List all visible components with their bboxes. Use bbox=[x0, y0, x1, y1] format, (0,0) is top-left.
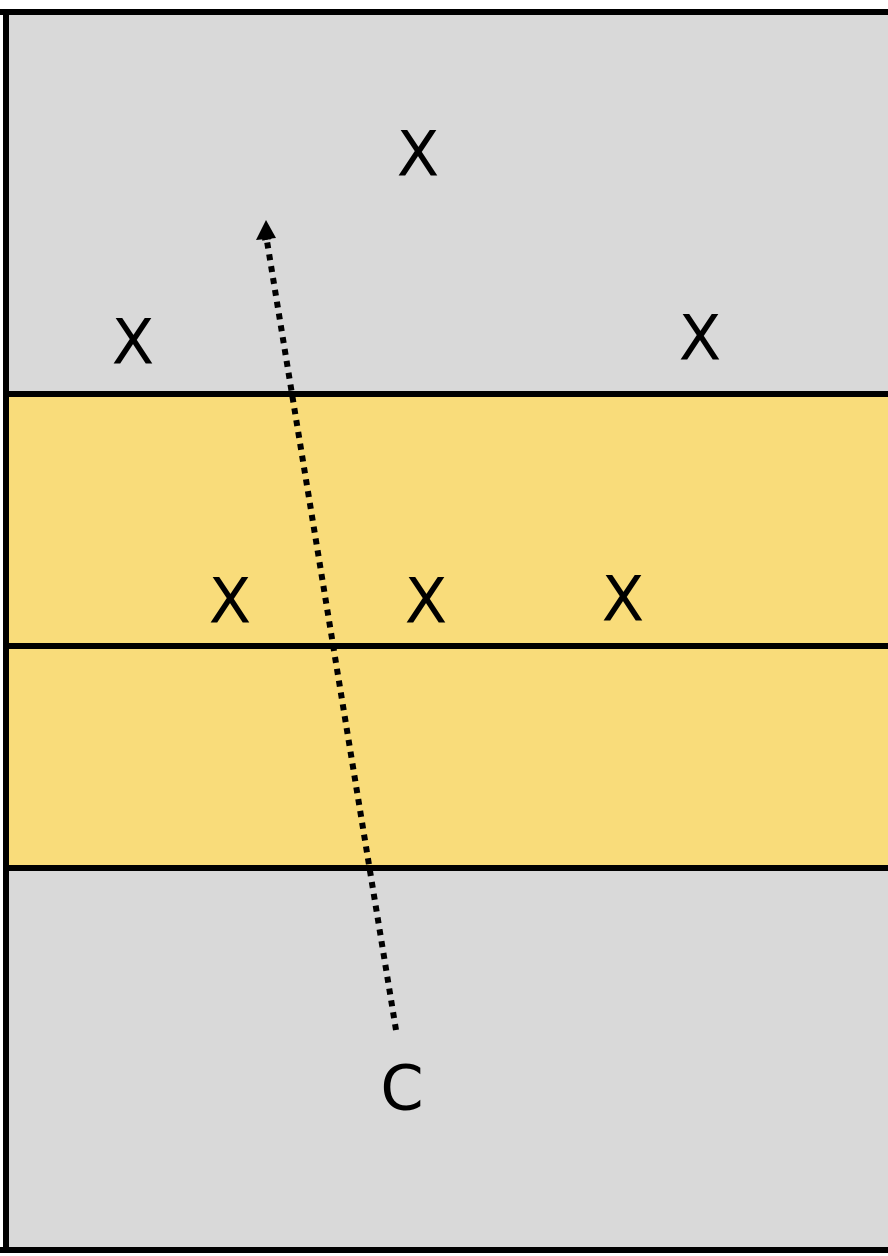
arrowhead-icon bbox=[256, 220, 276, 240]
movement-path-arrow bbox=[261, 230, 399, 1031]
marker-x-middle-left: X bbox=[209, 565, 251, 638]
marker-x-upper-left: X bbox=[112, 306, 154, 379]
middle-zone-lower bbox=[4, 646, 888, 868]
marker-x-top: X bbox=[397, 118, 439, 191]
middle-zone-upper bbox=[4, 394, 888, 646]
marker-c: C bbox=[380, 1052, 423, 1125]
bottom-zone bbox=[4, 868, 888, 1250]
marker-x-upper-right: X bbox=[679, 302, 721, 375]
marker-x-middle-center: X bbox=[405, 565, 447, 638]
top-zone bbox=[4, 12, 888, 394]
marker-x-middle-right: X bbox=[602, 563, 644, 636]
